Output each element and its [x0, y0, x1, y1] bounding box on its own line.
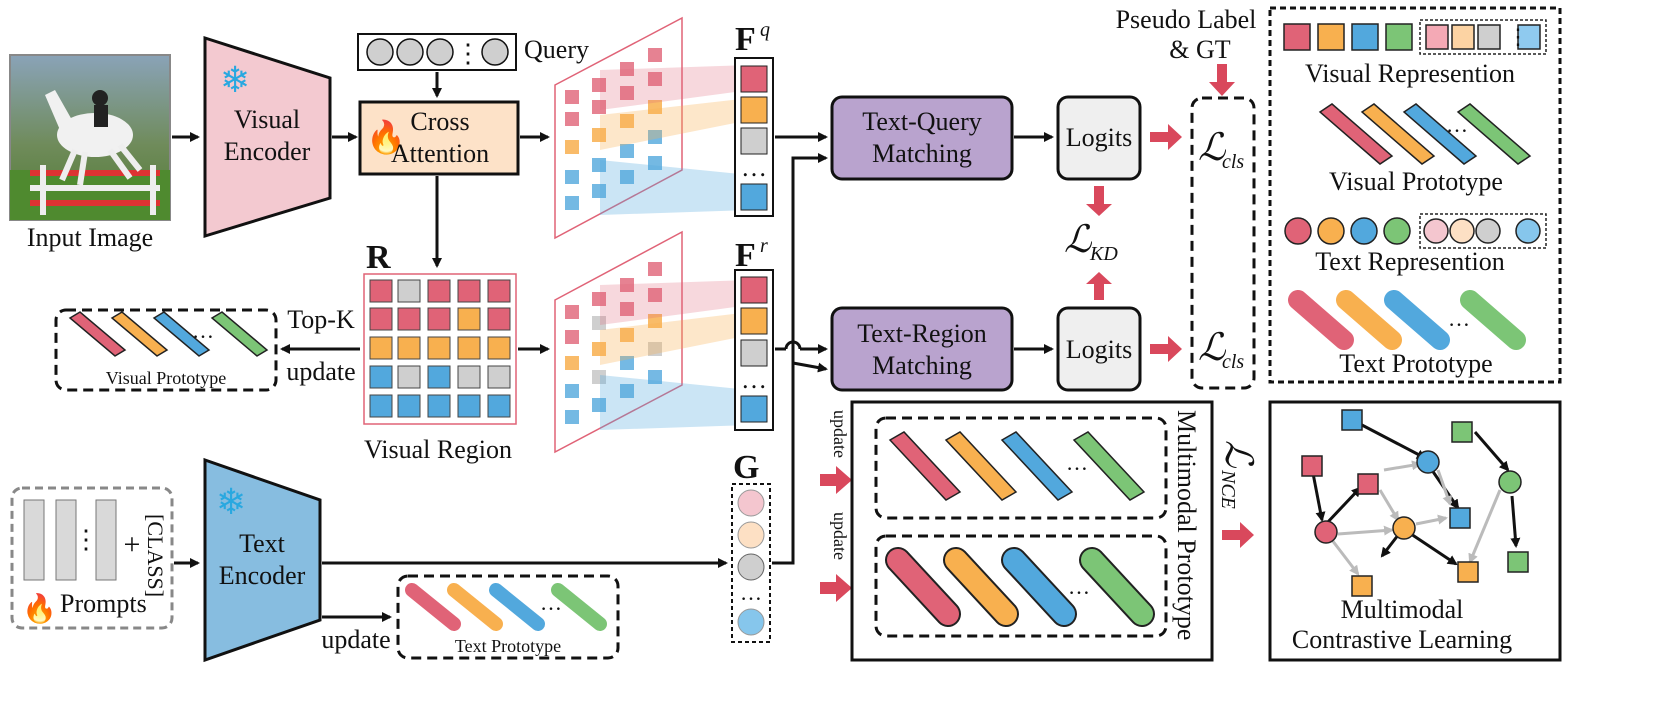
legend-visual-prototype — [1318, 103, 1532, 165]
topk-label: Top-K — [287, 305, 355, 334]
prompts-dots: ⋮ — [73, 525, 99, 554]
legend-dots-2: … — [1446, 112, 1468, 137]
legend-text-prototype-label: Text Prototype — [1339, 349, 1492, 378]
text-prototype-small-bars — [405, 583, 607, 631]
loss-kd-sub: KD — [1089, 243, 1118, 265]
text-prototype-small-dots: … — [540, 590, 562, 615]
visual-prototype-small-bars — [68, 311, 269, 357]
query-label: Query — [524, 35, 589, 64]
mm-visual-bars — [888, 431, 1146, 501]
snowflake-icon: ❄ — [220, 60, 250, 100]
input-image — [9, 54, 171, 221]
loss-nce-sub: NCE — [1217, 469, 1239, 509]
visual-encoder — [203, 35, 332, 239]
fq-label: F — [735, 21, 756, 58]
multimodal-prototype-title: Multimodal Prototype — [1172, 410, 1201, 640]
flame-icon-prompts: 🔥 — [22, 592, 57, 625]
fr-dots: … — [741, 365, 767, 394]
legend-dots-1: ⋮ — [1507, 24, 1529, 49]
mm-text-bars — [885, 547, 1155, 627]
cross-attention-label-1: Cross — [410, 107, 469, 136]
logits-bottom — [1056, 306, 1142, 392]
legend-visual-represention-label: Visual Represention — [1305, 59, 1515, 88]
logits-top-label: Logits — [1066, 123, 1132, 152]
tq-label-1: Text-Query — [862, 107, 981, 136]
prompts-label: Prompts — [60, 589, 147, 618]
pseudo-label-1: Pseudo Label — [1116, 5, 1257, 34]
legend-text-prototype — [1288, 290, 1526, 350]
region-cells — [369, 279, 511, 418]
visual-encoder-label-2: Encoder — [224, 137, 311, 166]
text-update-label: update — [321, 625, 390, 654]
loss-nce: ℒ — [1217, 440, 1259, 469]
arrow-g-to-tq — [772, 153, 828, 565]
text-query-matching-box — [830, 95, 1014, 181]
snowflake-icon-text: ❄ — [216, 482, 246, 522]
text-encoder-label-2: Encoder — [219, 561, 306, 590]
loss-cls-box — [1190, 96, 1256, 390]
g-label: G — [733, 449, 759, 486]
g-dots: … — [740, 580, 762, 605]
feature-map-top — [554, 16, 750, 240]
visual-encoder-label-1: Visual — [234, 105, 300, 134]
fr-superscript: r — [760, 235, 768, 257]
contrastive-graph — [1301, 409, 1529, 597]
prompts-box — [10, 486, 174, 630]
r-label: R — [366, 239, 391, 276]
flame-icon: 🔥 — [366, 119, 406, 155]
red-arrows — [820, 64, 1254, 602]
text-prototype-small-caption: Text Prototype — [455, 636, 561, 656]
text-encoder-label-1: Text — [239, 529, 286, 558]
fr-label: F — [735, 237, 756, 274]
legend-text-represention — [1284, 213, 1547, 249]
mm-text-dots: … — [1068, 574, 1090, 599]
contrastive-label-2: Contrastive Learning — [1292, 625, 1512, 654]
pseudo-label-2: & GT — [1169, 35, 1231, 64]
mm-update-2: update — [830, 512, 850, 560]
tr-label-1: Text-Region — [857, 319, 987, 348]
text-encoder — [203, 457, 322, 663]
text-region-matching-box — [830, 306, 1014, 392]
query-dots: ⋮ — [455, 39, 481, 68]
cross-attention-box — [358, 100, 520, 176]
topk-update-label: update — [286, 357, 355, 386]
prompts-plus: + — [124, 528, 141, 561]
visual-prototype-small-caption: Visual Prototype — [106, 368, 226, 388]
tr-label-2: Matching — [872, 351, 972, 380]
logits-top — [1056, 95, 1142, 181]
arrow-g-to-tr — [792, 361, 828, 373]
loss-kd: ℒ — [1064, 219, 1093, 261]
legend-visual-prototype-label: Visual Prototype — [1329, 167, 1503, 196]
loss-cls-bottom-sub: cls — [1222, 351, 1244, 373]
visual-region-caption: Visual Region — [364, 435, 512, 464]
visual-prototype-small-dots: … — [192, 318, 214, 343]
legend-dots-3: … — [1448, 306, 1470, 331]
loss-cls-bottom: ℒ — [1198, 327, 1227, 369]
logits-bottom-label: Logits — [1066, 335, 1132, 364]
fq-superscript: q — [760, 19, 770, 41]
fq-dots: … — [741, 153, 767, 182]
mm-update-1: update — [830, 410, 850, 458]
legend-visual-represention — [1283, 19, 1547, 55]
input-image-caption: Input Image — [27, 223, 153, 252]
contrastive-label-1: Multimodal — [1341, 595, 1464, 624]
feature-map-bottom — [554, 230, 750, 454]
class-token: [CLASS] — [143, 514, 168, 597]
legend-text-represention-label: Text Represention — [1315, 247, 1505, 276]
tq-label-2: Matching — [872, 139, 972, 168]
loss-cls-top: ℒ — [1198, 127, 1227, 169]
mm-visual-dots: … — [1066, 450, 1088, 475]
loss-cls-top-sub: cls — [1222, 151, 1244, 173]
cross-attention-label-2: Attention — [391, 139, 489, 168]
